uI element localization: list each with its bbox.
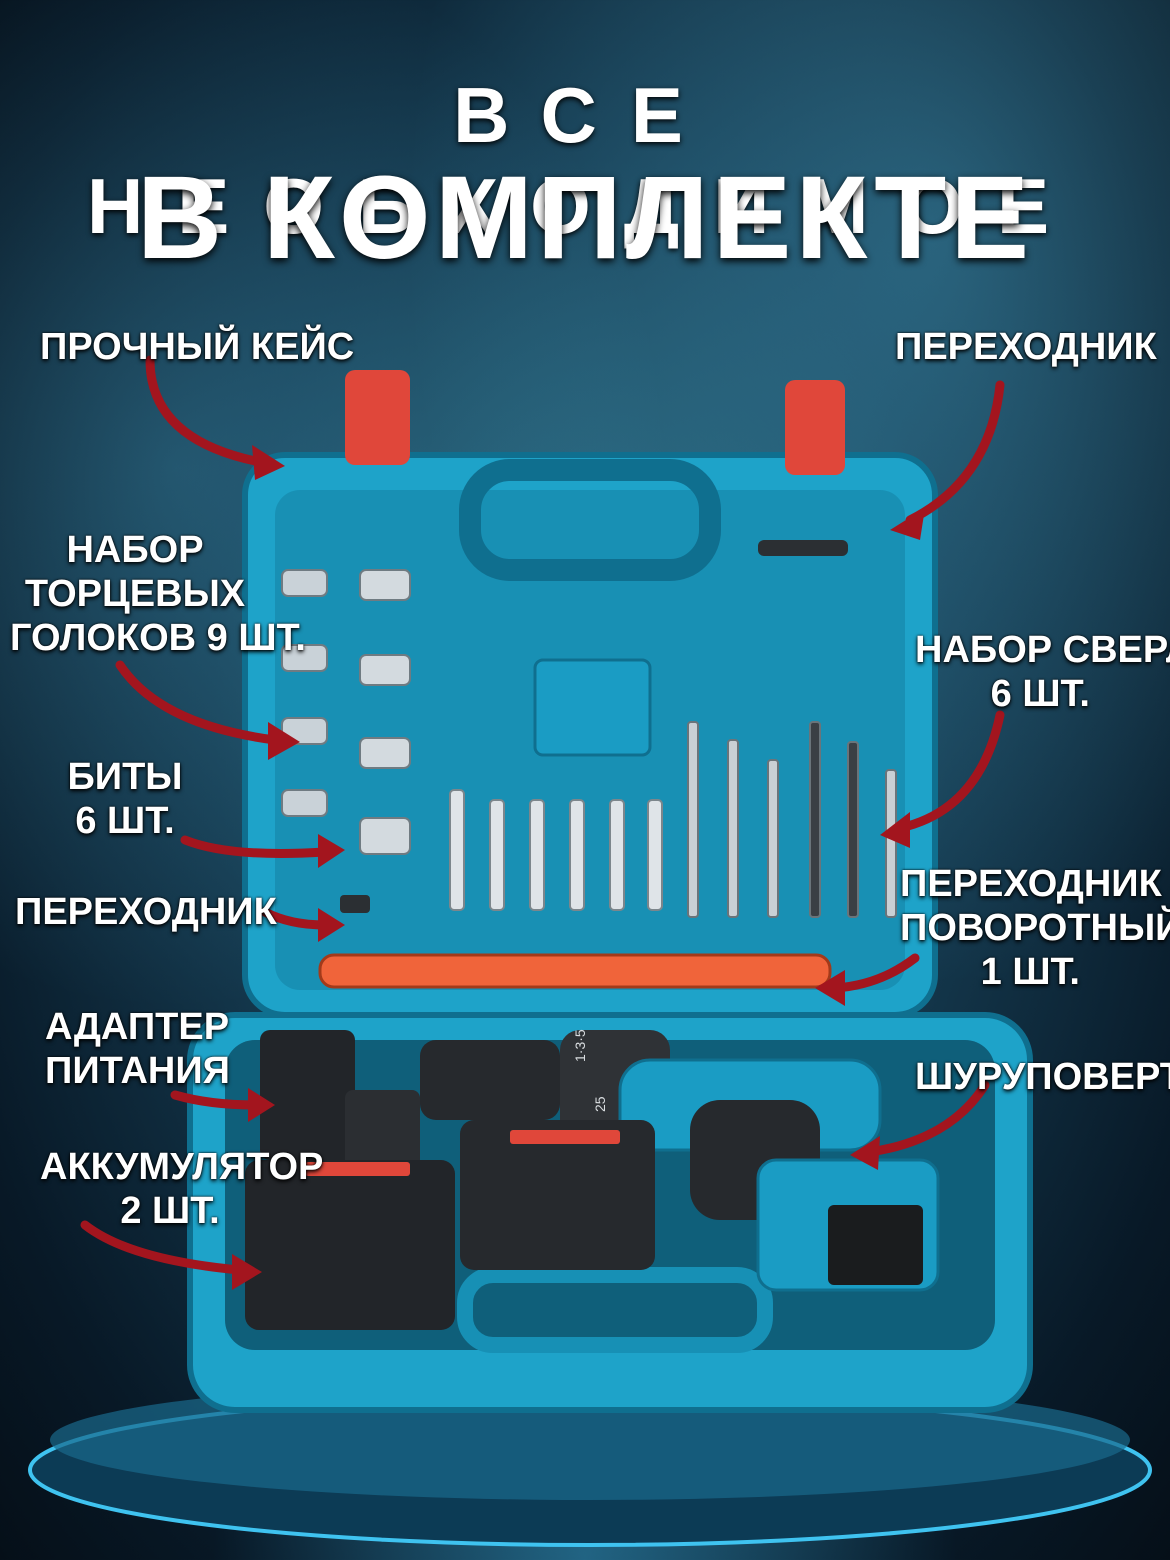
power-adapter bbox=[260, 1030, 355, 1160]
case-handle bbox=[459, 459, 721, 581]
label-driver: ШУРУПОВЕРТ bbox=[915, 1056, 1170, 1098]
label-battery-line1: АККУМУЛЯТОР bbox=[40, 1146, 324, 1188]
swivel-adapter bbox=[318, 953, 832, 989]
label-sockets-line1: НАБОР bbox=[66, 529, 204, 571]
label-drills-line1: НАБОР СВЕРЛ bbox=[915, 629, 1170, 671]
label-case: ПРОЧНЫЙ КЕЙС bbox=[40, 326, 355, 368]
label-bits-line1: БИТЫ bbox=[67, 756, 183, 798]
label-battery-line2: 2 ШТ. bbox=[120, 1190, 220, 1232]
case-center-block bbox=[533, 658, 652, 757]
label-drills-line2: 6 ШТ. bbox=[990, 673, 1090, 715]
label-swivel-line1: ПЕРЕХОДНИК bbox=[900, 863, 1162, 905]
label-swivel-line2: ПОВОРОТНЫЙ bbox=[900, 907, 1170, 949]
callout-arrows bbox=[80, 355, 1005, 1275]
battery-2-stripe bbox=[510, 1130, 620, 1144]
drill-gear-text: 1·3·5 bbox=[572, 1029, 588, 1062]
label-sockets: НАБОР ТОРЦЕВЫХ ГОЛОКОВ 9 ШТ. bbox=[10, 528, 306, 660]
callout-arrowheads bbox=[232, 445, 925, 1290]
power-adapter-plug bbox=[345, 1090, 420, 1170]
sockets-left bbox=[281, 569, 328, 817]
drill-chuck bbox=[420, 1040, 560, 1120]
drills-set bbox=[687, 721, 897, 918]
headline-top: ВСЕ НЕОБХОДИМОЕ bbox=[86, 71, 1084, 250]
label-sockets-line3: ГОЛОКОВ 9 ШТ. bbox=[10, 617, 306, 659]
label-sockets-line2: ТОРЦЕВЫХ bbox=[24, 573, 246, 615]
latch-right bbox=[785, 380, 845, 475]
label-swivel-line3: 1 ШТ. bbox=[980, 951, 1080, 993]
label-power: АДАПТЕР ПИТАНИЯ bbox=[45, 1005, 230, 1093]
headline-main: В КОМПЛЕКТЕ bbox=[136, 152, 1034, 284]
label-power-line2: ПИТАНИЯ bbox=[45, 1050, 230, 1092]
adapter-top-piece bbox=[758, 540, 848, 556]
battery-1 bbox=[245, 1160, 455, 1330]
latch-left bbox=[345, 370, 410, 465]
label-adapter-top: ПЕРЕХОДНИК bbox=[895, 326, 1157, 368]
battery-1-stripe bbox=[305, 1162, 410, 1176]
label-drills: НАБОР СВЕРЛ 6 ШТ. bbox=[915, 628, 1170, 716]
bits-set bbox=[449, 789, 663, 911]
label-bits-line2: 6 ШТ. bbox=[75, 800, 175, 842]
label-adapter-left: ПЕРЕХОДНИК bbox=[15, 891, 277, 933]
adapter-left-piece bbox=[340, 895, 370, 913]
label-power-line1: АДАПТЕР bbox=[45, 1006, 230, 1048]
label-battery: АККУМУЛЯТОР 2 ШТ. bbox=[40, 1145, 324, 1233]
drill-torque-text: 25 bbox=[592, 1096, 608, 1112]
drill-battery-socket bbox=[828, 1205, 923, 1285]
label-bits: БИТЫ 6 ШТ. bbox=[60, 755, 190, 843]
case-base-handle bbox=[457, 1267, 773, 1353]
label-swivel: ПЕРЕХОДНИК ПОВОРОТНЫЙ 1 ШТ. bbox=[900, 862, 1170, 994]
battery-2 bbox=[460, 1120, 655, 1270]
sockets-right bbox=[359, 569, 411, 855]
